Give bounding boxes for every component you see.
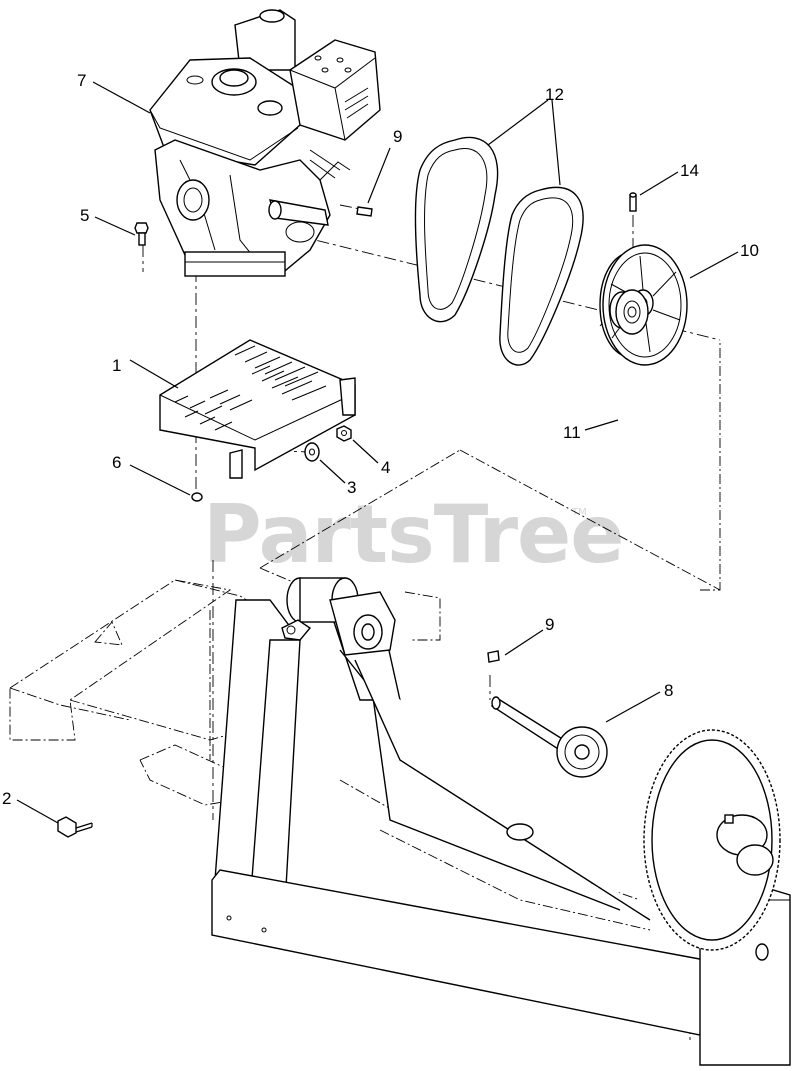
callout-9-lower: 9 [545, 615, 554, 634]
large-ring-gear [643, 729, 781, 951]
callout-labels: 7 5 9 12 14 10 1 6 4 3 11 9 8 2 [2, 71, 759, 808]
callout-10: 10 [740, 241, 759, 260]
callout-8: 8 [664, 681, 673, 700]
callout-6: 6 [112, 453, 121, 472]
callout-9-upper: 9 [393, 127, 402, 146]
callout-5: 5 [80, 206, 89, 225]
v-belts-part-12 [414, 136, 584, 366]
set-screw-part-14 [629, 192, 637, 212]
shaft-part-8 [490, 696, 608, 778]
nut-part-4 [336, 425, 352, 442]
callout-12: 12 [545, 85, 564, 104]
watermark-brand: PartsTree [203, 488, 624, 581]
callout-3: 3 [347, 478, 356, 497]
sprocket [556, 726, 608, 778]
nut-part-6 [191, 492, 203, 502]
callout-1: 1 [112, 356, 121, 375]
callout-11: 11 [563, 423, 581, 442]
engine-part-7 [149, 9, 381, 277]
callout-7: 7 [77, 71, 86, 90]
key-part-9-lower [487, 650, 500, 663]
key-part-9-upper [356, 206, 373, 217]
leader-lines [16, 81, 739, 824]
belt-guard-part-1 [159, 339, 356, 479]
jackshaft-bearing-housing [281, 577, 396, 656]
bolt-part-2 [57, 816, 93, 838]
callout-4: 4 [381, 458, 390, 477]
callout-14: 14 [680, 161, 699, 180]
bolt-part-5 [134, 222, 149, 246]
watermark-trademark: TM [571, 507, 587, 518]
small-pulley-part-11 [609, 289, 649, 335]
washer-part-3 [304, 442, 320, 462]
callout-2: 2 [2, 789, 11, 808]
